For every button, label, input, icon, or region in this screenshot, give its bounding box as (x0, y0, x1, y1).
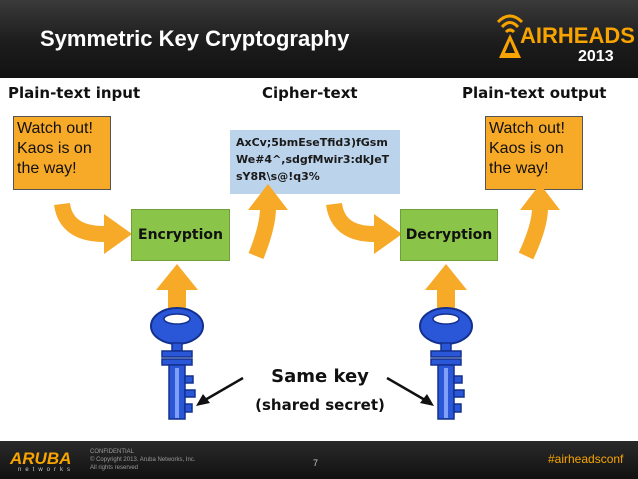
same-key-label: Same key (271, 366, 369, 387)
page-number: 7 (313, 458, 319, 468)
cipher-line: sY8R\s@!q3% (236, 170, 320, 183)
hashtag: #airheadsconf (548, 452, 624, 466)
logo-year: 2013 (578, 48, 614, 65)
input-message-line: Kaos is on (17, 140, 92, 157)
output-message-line: the way! (489, 160, 549, 177)
label-plain-input: Plain-text input (8, 84, 141, 102)
slide-header: Symmetric Key Cryptography AIRHEADS 2013 (0, 0, 638, 78)
arrow-icon (520, 184, 560, 210)
pointer-arrow-icon (420, 394, 434, 406)
logo-wordmark: AIRHEADS (520, 23, 635, 48)
arrow-icon (104, 214, 132, 254)
slide-footer: ARUBA networks CONFIDENTIAL © Copyright … (0, 441, 638, 479)
output-message-box: Watch out! Kaos is on the way! (485, 116, 583, 190)
key-icon (150, 307, 204, 420)
input-message-box: Watch out! Kaos is on the way! (13, 116, 111, 190)
arrow-icon (54, 202, 105, 242)
cipher-line: AxCv;5bmEseTfid3)fGsm (236, 136, 388, 149)
airheads-logo: AIRHEADS 2013 (490, 8, 635, 72)
output-message-line: Watch out! (489, 120, 565, 137)
arrow-icon (248, 207, 276, 259)
diagram-graphics (54, 184, 560, 420)
input-message-line: Watch out! (17, 120, 93, 137)
arrow-icon (326, 202, 375, 242)
label-plain-output: Plain-text output (462, 84, 607, 102)
shared-secret-label: (shared secret) (255, 396, 385, 414)
pointer-arrow-icon (196, 394, 210, 406)
arrow-icon (425, 264, 467, 290)
arrow-icon (156, 264, 198, 290)
input-message-line: the way! (17, 160, 77, 177)
arrow-icon (518, 207, 548, 260)
airheads-logo-icon (496, 14, 524, 58)
arrow-icon (374, 214, 402, 254)
confidential-line: CONFIDENTIAL (90, 449, 135, 455)
arrow-icon (248, 184, 288, 210)
encryption-box: Encryption (131, 209, 230, 261)
aruba-logo-subtitle: networks (18, 467, 75, 473)
confidential-line: © Copyright 2013. Aruba Networks, Inc. (90, 457, 196, 463)
aruba-logo: ARUBA (10, 449, 72, 468)
cipher-line: We#4^,sdgfMwir3:dkJeT (236, 153, 390, 166)
cipher-text-box: AxCv;5bmEseTfid3)fGsm We#4^,sdgfMwir3:dk… (230, 130, 400, 194)
confidential-line: All rights reserved (90, 465, 139, 471)
pointer-arrow-icon (204, 376, 244, 402)
output-message-line: Kaos is on (489, 140, 564, 157)
label-cipher-text: Cipher-text (262, 84, 358, 102)
pointer-arrow-icon (386, 376, 426, 402)
confidential-notice: CONFIDENTIAL © Copyright 2013. Aruba Net… (90, 448, 195, 472)
decryption-box: Decryption (400, 209, 498, 261)
slide-title: Symmetric Key Cryptography (40, 26, 350, 51)
